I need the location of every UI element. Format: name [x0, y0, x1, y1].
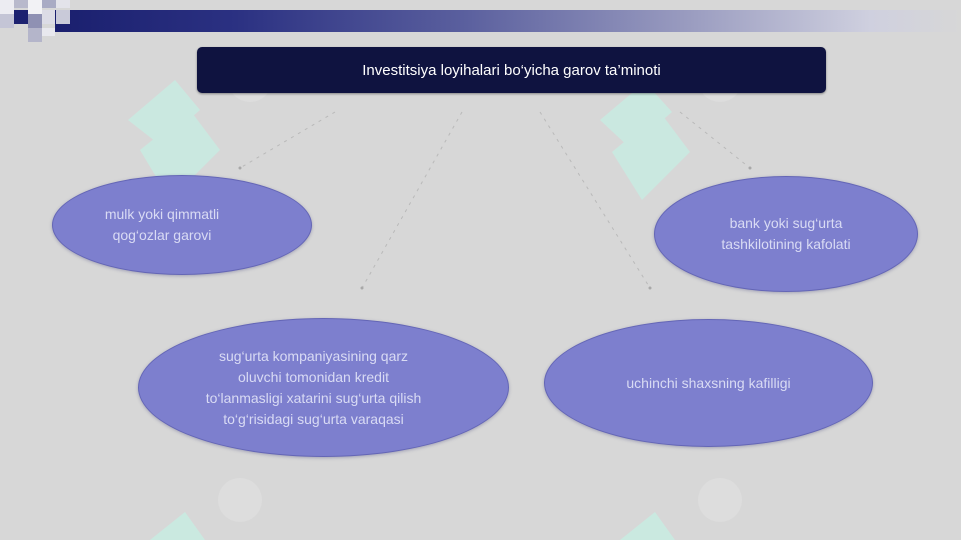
title-text: Investitsiya loyihalari bo‘yicha garov t…: [362, 61, 661, 79]
title-box: Investitsiya loyihalari bo‘yicha garov t…: [197, 47, 826, 93]
header-gradient-bar: [55, 10, 961, 32]
node-insurance-policy: sug‘urta kompaniyasining qarz oluvchi to…: [138, 318, 509, 457]
node-label: mulk yoki qimmatli qog‘ozlar garovi: [104, 206, 220, 243]
node-bank-guarantee: bank yoki sug‘urta tashkilotining kafola…: [654, 176, 918, 292]
node-third-party-surety: uchinchi shaxsning kafilligi: [544, 319, 873, 447]
node-label: bank yoki sug‘urta tashkilotining kafola…: [721, 215, 851, 252]
node-label: sug‘urta kompaniyasining qarz oluvchi to…: [205, 347, 422, 427]
node-property-pledge: mulk yoki qimmatli qog‘ozlar garovi: [52, 175, 312, 275]
node-label: uchinchi shaxsning kafilligi: [626, 374, 791, 391]
